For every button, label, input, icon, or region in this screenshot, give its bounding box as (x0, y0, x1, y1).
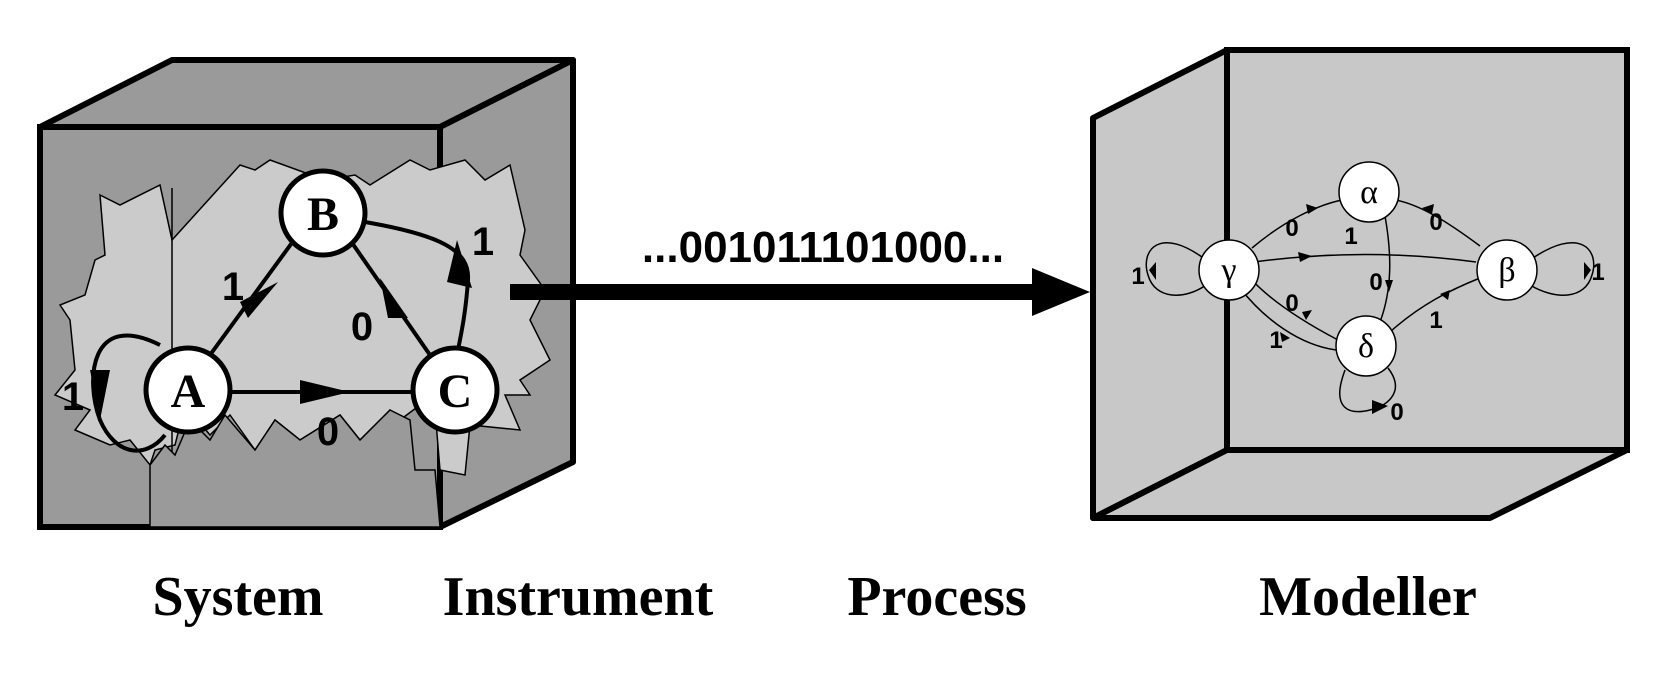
edge-gamma-beta-label: 1 (1344, 223, 1357, 250)
edge-gamma-alpha-arrow (1306, 204, 1318, 214)
edge-b-a-label: 1 (222, 265, 244, 309)
caption-process: Process (847, 566, 1026, 628)
node-c-label: C (438, 365, 473, 418)
node-b: B (278, 168, 368, 258)
edge-gamma-self (1145, 241, 1207, 296)
node-beta: β (1476, 239, 1538, 301)
arrow-head (1032, 268, 1090, 316)
node-gamma-label: γ (1220, 252, 1236, 289)
edge-b-a-arrow (240, 282, 278, 318)
edge-a-c-arrow (300, 380, 350, 404)
modeller-back (1224, 47, 1630, 453)
edge-gamma-delta (1239, 287, 1337, 351)
edge-a-self-label: 1 (62, 375, 84, 419)
node-a: A (143, 345, 233, 435)
modeller-floor (1090, 447, 1630, 521)
modeller-box: α γ β δ 1 1 0 0 1 0 0 0 1 1 (1090, 47, 1630, 521)
node-gamma: γ (1198, 239, 1260, 301)
process-arrow: ...001011101000... (510, 223, 1090, 316)
node-alpha: α (1338, 161, 1400, 223)
edge-gamma-self-arrow (1149, 262, 1156, 280)
edge-delta-self (1339, 367, 1397, 413)
node-a-label: A (171, 365, 206, 418)
arrow-shaft (510, 284, 1040, 300)
node-delta: δ (1335, 315, 1397, 377)
edge-gamma-beta-arrow (1298, 252, 1312, 262)
system-cube: B A C 1 0 0 1 1 (37, 57, 576, 530)
edge-gamma-self-label: 1 (1131, 263, 1144, 290)
edge-delta-self-label: 0 (1390, 399, 1403, 426)
edge-delta-self-arrow (1372, 400, 1388, 414)
caption-modeller: Modeller (1259, 566, 1477, 628)
edge-alpha-delta-label: 0 (1369, 269, 1382, 296)
edge-c-b-arrow (447, 240, 472, 288)
edge-gamma-beta (1253, 253, 1477, 263)
edge-gamma-delta-arrow (1280, 332, 1290, 342)
node-c: C (410, 345, 500, 435)
edge-a-self-arrow (90, 370, 110, 420)
edge-beta-self-arrow (1584, 262, 1591, 280)
edge-beta-self-label: 1 (1591, 259, 1604, 286)
caption-instrument: Instrument (443, 566, 714, 628)
edge-b-c-arrow (380, 278, 408, 318)
symbol-stream: ...001011101000... (642, 223, 1004, 272)
edge-a-c-label: 0 (317, 410, 339, 454)
edge-alpha-delta-arrow (1385, 280, 1393, 292)
edge-beta-self (1529, 241, 1595, 296)
edge-alpha-delta (1379, 215, 1391, 323)
node-alpha-label: α (1360, 174, 1378, 211)
edge-delta-gamma-arrow (1302, 310, 1312, 320)
edge-a-self (91, 333, 167, 453)
edge-gamma-alpha (1251, 199, 1343, 249)
edge-beta-delta-arrow (1440, 290, 1450, 300)
edge-b-c-label: 0 (351, 305, 373, 349)
node-delta-label: δ (1358, 328, 1374, 365)
edge-gamma-delta-label: 1 (1269, 327, 1282, 354)
edge-beta-alpha-label: 0 (1429, 209, 1442, 236)
edge-beta-delta-label: 1 (1429, 307, 1442, 334)
edge-beta-alpha-arrow (1422, 204, 1434, 214)
edge-beta-alpha (1395, 199, 1481, 247)
edge-c-b-label: 1 (472, 220, 494, 264)
edge-gamma-alpha-label: 0 (1285, 215, 1298, 242)
edge-delta-gamma-label: 0 (1285, 290, 1298, 317)
edge-delta-gamma (1249, 277, 1339, 341)
node-beta-label: β (1498, 252, 1515, 289)
node-b-label: B (307, 188, 339, 241)
edge-beta-delta (1389, 277, 1481, 333)
caption-system: System (152, 566, 323, 628)
